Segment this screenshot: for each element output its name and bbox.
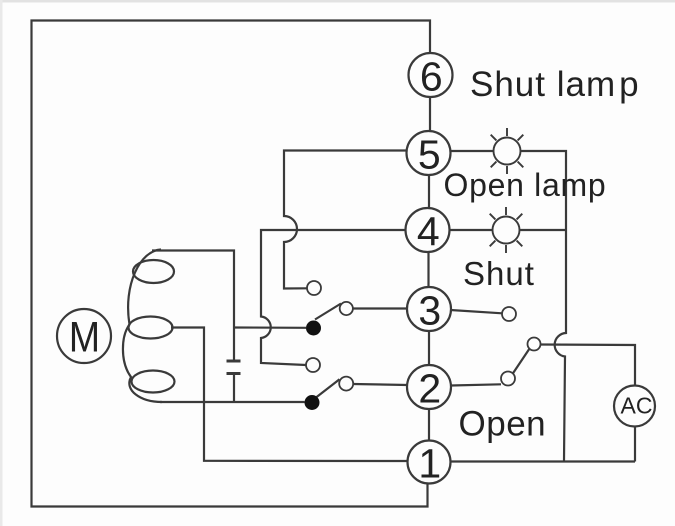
- svg-text:M: M: [69, 313, 100, 361]
- svg-text:4: 4: [417, 208, 440, 254]
- svg-text:1: 1: [418, 440, 441, 486]
- svg-text:2: 2: [418, 365, 441, 411]
- svg-text:Open: Open: [459, 405, 547, 444]
- svg-text:3: 3: [418, 287, 441, 333]
- svg-text:Shut lamp: Shut lamp: [470, 65, 640, 104]
- svg-text:AC: AC: [621, 393, 653, 419]
- svg-text:Open lamp: Open lamp: [444, 167, 607, 203]
- svg-text:5: 5: [418, 131, 441, 177]
- svg-text:6: 6: [420, 53, 443, 99]
- svg-text:Shut: Shut: [463, 255, 535, 292]
